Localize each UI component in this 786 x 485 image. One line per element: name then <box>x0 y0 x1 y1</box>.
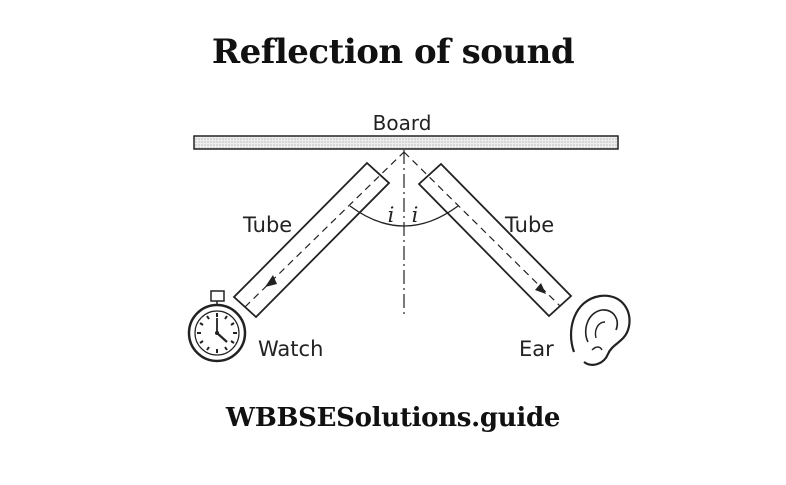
reflected-arrow <box>535 283 546 294</box>
right-tube <box>417 162 573 318</box>
page-title: Reflection of sound <box>211 32 575 72</box>
reflected-sound-path <box>403 151 561 307</box>
angle-left-label: i <box>388 203 395 227</box>
watch-label: Watch <box>258 337 323 361</box>
incident-arrow <box>265 275 277 287</box>
tube-left-label: Tube <box>242 213 292 237</box>
tube-right-label: Tube <box>504 213 554 237</box>
ear-label: Ear <box>519 337 554 361</box>
site-footer: WBBSESolutions.guide <box>225 403 561 433</box>
angle-right-label: i <box>412 203 419 227</box>
left-tube <box>232 161 391 319</box>
angle-arc <box>349 205 459 227</box>
watch-icon <box>187 290 247 363</box>
board-label: Board <box>373 111 432 135</box>
board <box>193 135 619 150</box>
ear-icon <box>569 294 631 366</box>
incident-sound-path <box>244 151 405 308</box>
